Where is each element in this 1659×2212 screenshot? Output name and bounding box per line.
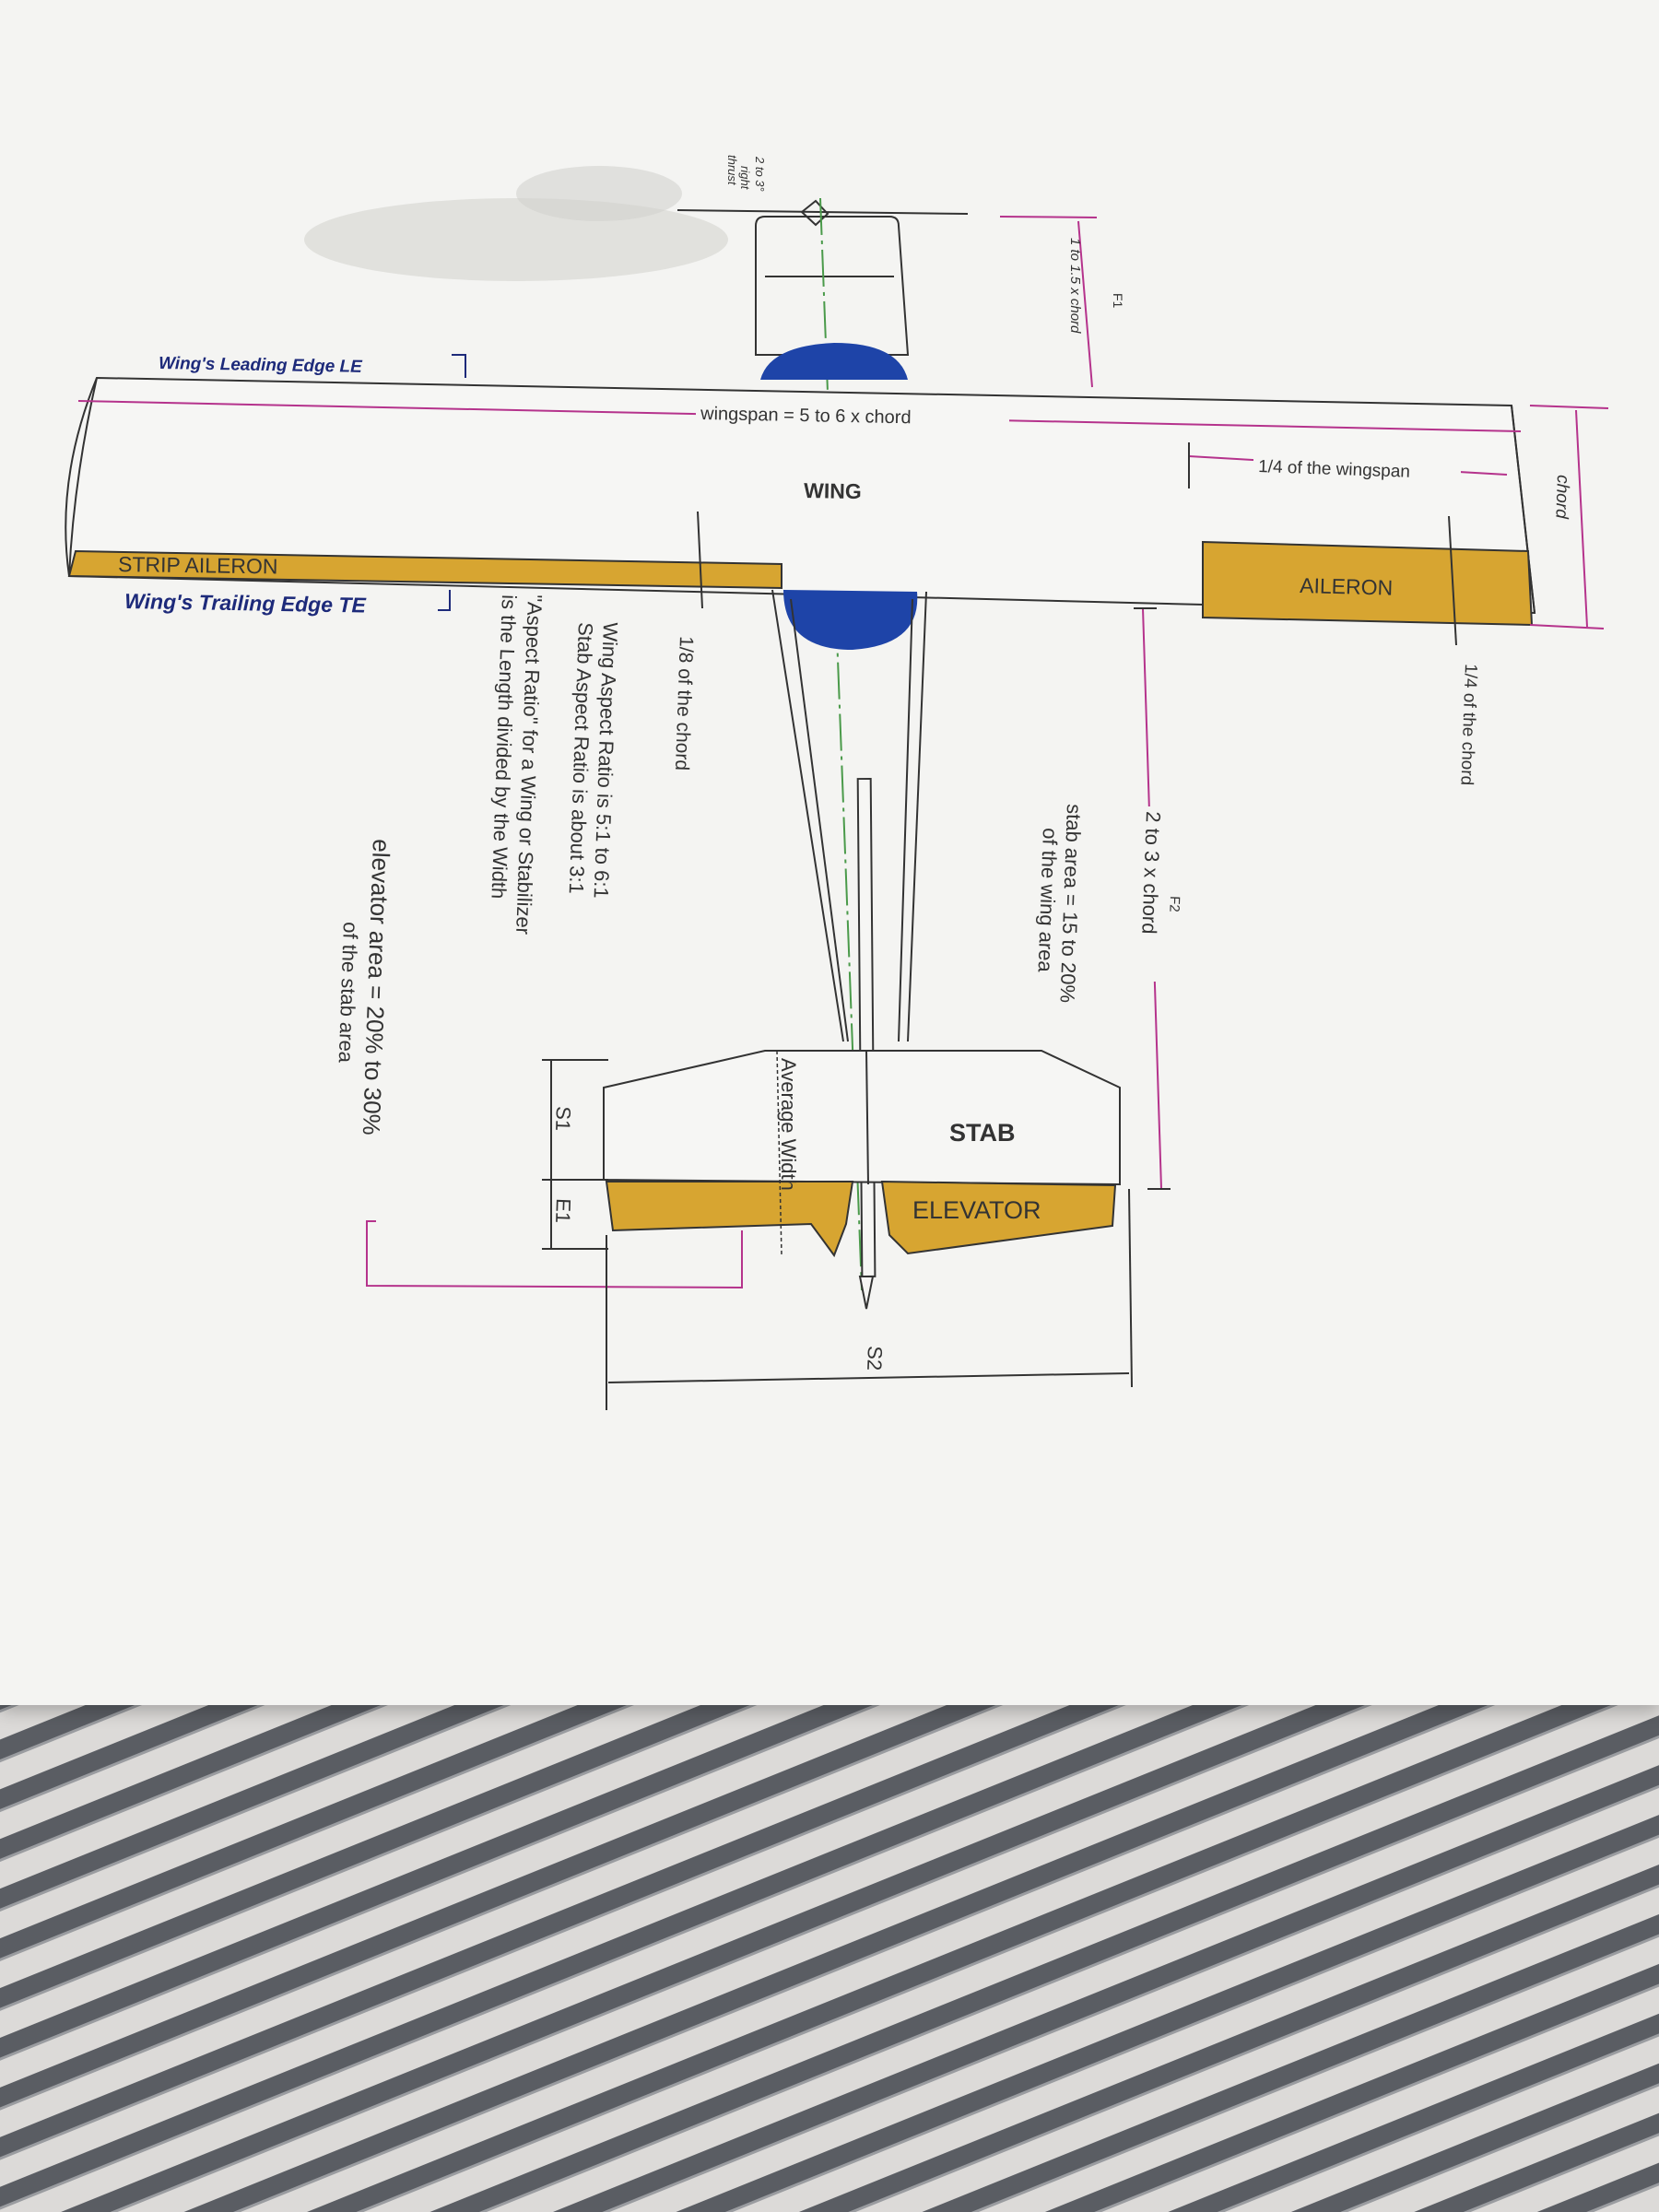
thrust-label-line-2: right: [738, 166, 752, 191]
wingspan-label: wingspan = 5 to 6 x chord: [700, 404, 912, 428]
paper-sheet: [0, 0, 1659, 1705]
s2-dimension: [606, 1188, 1133, 1410]
stabilizer: [603, 1050, 1121, 1186]
wing-tip-right: [1511, 405, 1535, 614]
elevator-area-line-2: of the stab area: [335, 922, 362, 1064]
strip-aileron-label: STRIP AILERON: [118, 552, 278, 578]
wing-tip-left: [68, 377, 98, 577]
elevator-area-bracket: [366, 1220, 743, 1289]
wing-label: WING: [804, 478, 862, 503]
thrust-label-line-3: thrust: [725, 155, 739, 186]
leading-edge-label: Wing's Leading Edge LE: [159, 354, 363, 377]
paper-smudge-2: [516, 166, 682, 221]
elevator-left: [605, 1181, 854, 1258]
eighth-chord-label: 1/8 of the chord: [671, 636, 697, 771]
rear-fuselage: [771, 589, 927, 1042]
quarter-span-label-bg: [1253, 453, 1461, 477]
f1-description: 1 to 1.5 x chord: [1067, 238, 1083, 334]
rudder-post-overlay: [865, 1050, 869, 1185]
wingspan-label-bg: [696, 398, 1009, 426]
average-width-label: Average Width: [777, 1058, 800, 1191]
stab-label: STAB: [949, 1119, 1016, 1147]
average-width-line: [776, 1050, 782, 1256]
aileron-label: AILERON: [1300, 573, 1394, 600]
chord-dimension: [1529, 405, 1609, 629]
s1-e1-dimension: [542, 1059, 608, 1250]
wing-saddle-blue: [783, 590, 918, 650]
leading-edge-bracket: [452, 354, 466, 378]
quarter-chord-tick: [1448, 515, 1457, 646]
elevator-label: ELEVATOR: [912, 1196, 1041, 1224]
f1-dimension: [999, 216, 1098, 388]
f2-description: 2 to 3 x chord: [1137, 811, 1165, 935]
s1-label: S1: [551, 1106, 575, 1132]
paper-smudge: [304, 198, 728, 281]
elevator-area-line-1: elevator area = 20% to 30%: [358, 839, 395, 1135]
s2-label: S2: [863, 1346, 887, 1371]
rudder-tip: [858, 1276, 875, 1310]
quarter-chord-label: 1/4 of the chord: [1456, 664, 1480, 786]
trailing-edge-label: Wing's Trailing Edge TE: [124, 589, 367, 618]
elevator-right: [880, 1180, 1117, 1255]
strip-aileron: [67, 549, 782, 590]
thrust-label-line-1: 2 to 3°: [753, 156, 767, 192]
trailing-edge-bracket: [438, 590, 451, 611]
e1-label: E1: [551, 1198, 575, 1224]
f2-label: F2: [1166, 896, 1182, 912]
fuselage-nose: [755, 216, 910, 356]
stab-area-line-2: of the wing area: [1034, 828, 1062, 973]
eighth-chord-tick: [697, 511, 703, 609]
chord-label: chord: [1551, 475, 1572, 521]
propeller: [677, 199, 969, 227]
rudder-post: [856, 777, 877, 1278]
f1-label: F1: [1111, 293, 1125, 309]
f2-label-bg: [1132, 806, 1169, 982]
cowl-blue: [760, 343, 908, 380]
